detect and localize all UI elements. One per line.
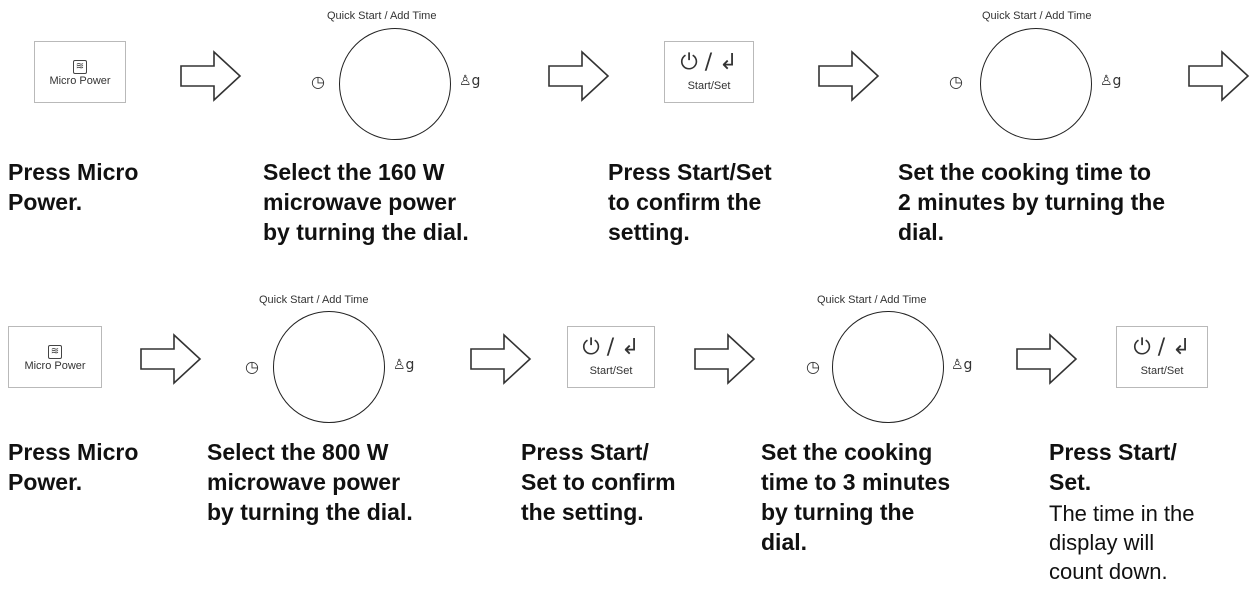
quick-start-dial[interactable] xyxy=(339,28,451,140)
timer-icon: ◷ xyxy=(806,357,820,376)
timer-icon: ◷ xyxy=(245,357,259,376)
weight-icon: ♙g xyxy=(459,73,481,89)
dial-caption: Quick Start / Add Time xyxy=(817,294,927,306)
step-caption: Select the 800 W microwave power by turn… xyxy=(207,439,413,525)
start-set-icon: ⏻ / ↲ xyxy=(582,335,640,360)
right-arrow-icon xyxy=(548,50,610,102)
dial-caption: Quick Start / Add Time xyxy=(259,294,369,306)
right-arrow-icon xyxy=(140,333,202,385)
step-caption: Press Micro Power. xyxy=(8,439,139,495)
start-set-label: Start/Set xyxy=(589,365,633,377)
right-arrow-icon xyxy=(470,333,532,385)
quick-start-dial[interactable] xyxy=(980,28,1092,140)
micro-power-label: Micro Power xyxy=(24,360,86,372)
step-caption: Press Start/ Set to confirm the setting. xyxy=(521,439,676,525)
dial-caption: Quick Start / Add Time xyxy=(327,10,437,22)
micro-power-icon: ≋ xyxy=(48,345,62,359)
start-set-button[interactable]: ⏻ / ↲ Start/Set xyxy=(567,326,655,388)
micro-power-label: Micro Power xyxy=(49,75,111,87)
countdown-note: The time in the display will count down. xyxy=(1049,501,1195,584)
start-set-button[interactable]: ⏻ / ↲ Start/Set xyxy=(664,41,754,103)
start-set-button[interactable]: ⏻ / ↲ Start/Set xyxy=(1116,326,1208,388)
right-arrow-icon xyxy=(1016,333,1078,385)
step-caption: Set the cooking time to 3 minutes by tur… xyxy=(761,439,951,555)
start-set-label: Start/Set xyxy=(1140,365,1184,377)
step-caption: Set the cooking time to 2 minutes by tur… xyxy=(898,159,1166,245)
start-set-icon: ⏻ / ↲ xyxy=(1133,335,1191,360)
right-arrow-icon xyxy=(180,50,242,102)
micro-power-icon: ≋ xyxy=(73,60,87,74)
step-caption: Press Start/Set to confirm the setting. xyxy=(608,159,772,245)
right-arrow-icon xyxy=(1188,50,1250,102)
weight-icon: ♙g xyxy=(1100,73,1122,89)
quick-start-dial[interactable] xyxy=(832,311,944,423)
right-arrow-icon xyxy=(694,333,756,385)
right-arrow-icon xyxy=(818,50,880,102)
dial-caption: Quick Start / Add Time xyxy=(982,10,1092,22)
weight-icon: ♙g xyxy=(393,357,415,373)
start-set-label: Start/Set xyxy=(687,80,731,92)
step-caption: Select the 160 W microwave power by turn… xyxy=(263,159,469,245)
timer-icon: ◷ xyxy=(949,72,963,91)
step-caption: Press Start/ Set. xyxy=(1049,439,1177,495)
step-caption: Press Micro Power. xyxy=(8,159,139,215)
timer-icon: ◷ xyxy=(311,72,325,91)
weight-icon: ♙g xyxy=(951,357,973,373)
quick-start-dial[interactable] xyxy=(273,311,385,423)
micro-power-button[interactable]: ≋ Micro Power xyxy=(34,41,126,103)
start-set-icon: ⏻ / ↲ xyxy=(680,50,738,75)
micro-power-button[interactable]: ≋ Micro Power xyxy=(8,326,102,388)
